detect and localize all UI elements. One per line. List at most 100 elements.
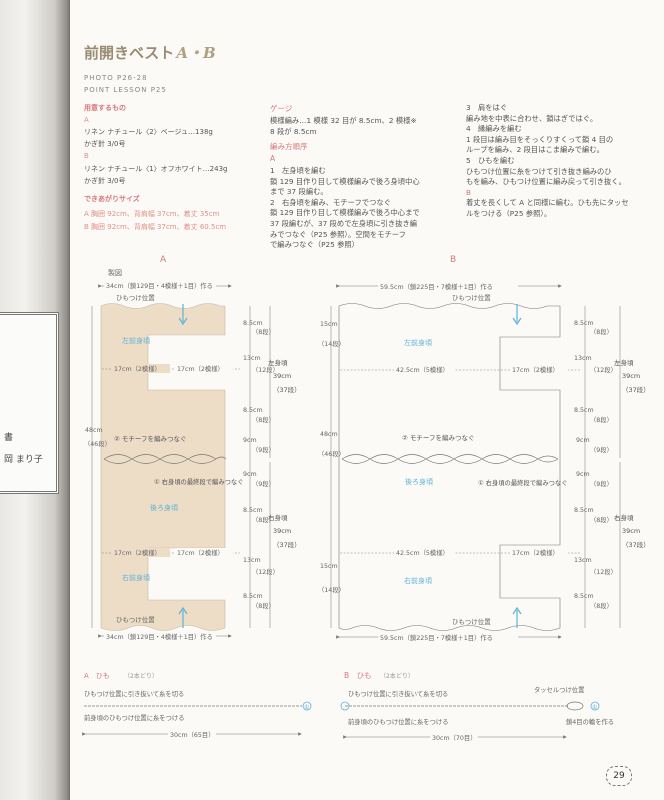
string-a-pull: ひもつけ位置に引き抜いて糸を切る [84,689,184,698]
a-dim-8: 9cm [243,471,257,478]
string-b-attach: 前身頃のひもつけ位置に糸をつける [348,717,449,726]
diagram-a-top-width: 34cm（鎖129目・4模様＋1目）作る [106,281,213,290]
a-dim-7: （9段） [252,445,275,454]
material-b-needle: かぎ針 3/0号 [84,177,126,185]
svg-text:13cm: 13cm [574,557,592,564]
spine-author: 岡 まり子 [4,455,43,465]
diagram-b-motif-note: ② モチーフを編みつなぐ [402,433,475,442]
b-h-top-r: （14段） [318,339,345,348]
photo-ref: PHOTO P26-28 [84,74,148,82]
b-right-body: 右身頃 [614,513,634,522]
gauge-lines: 模様編み…1 模様 32 目が 8.5cm、2 模様※8 段が 8.5cm [270,116,417,136]
string-b-pull: ひもつけ位置に引き抜いて糸を切る [348,689,448,698]
svg-text:（8段）: （8段） [590,601,613,610]
finish-a: A 胸囲 92cm、背肩幅 37cm、着丈 35cm [84,210,220,218]
point-lesson: POINT LESSON P25 [84,86,167,94]
a-dim-0: 8.5cm [243,320,263,327]
method-a-label: A [270,154,276,163]
a-dim-13: （12段） [252,567,279,576]
diagram-a-right-front: 右前身頃 [122,573,150,582]
svg-text:9cm: 9cm [576,471,590,478]
diagram-b-bottom-width: 59.5cm（鎖225目・7模様＋1目）作る [380,633,493,642]
diagram-b-back: 後ろ身頃 [405,477,433,486]
method-steps-a: 1 左身頃を編む鎖 129 目作り目して模様編みで後ろ身頃中心まで 37 段編む… [270,166,420,250]
b-left-body-h: 39cm [622,372,640,380]
diagram-a-motif-note: ② モチーフを編みつなぐ [114,434,187,443]
material-a-needle: かぎ針 3/0号 [84,140,126,148]
diagram-a-label: A [160,255,167,265]
diagram-a-join-note: ① 右身頃の最終段で編みつなぐ [154,477,244,486]
string-a-attach: 前身頃のひもつけ位置に糸をつける [84,713,185,722]
spine-mark: 書 [4,433,14,443]
diagram-a-height: 48cm [85,427,103,434]
svg-text:8.5cm: 8.5cm [574,593,594,600]
b-right-body-r: （37段） [622,540,650,549]
a-dim-6: 9cm [243,437,257,444]
string-b-marker: ① [592,704,597,711]
diagram-b-width-1: 42.5cm（5模様） [396,365,449,374]
svg-text:（8段）: （8段） [590,327,613,336]
a-dim-3: （12段） [252,365,279,374]
string-b-count: （2本どり） [380,672,414,680]
b-h-total: 48cm [320,431,338,438]
a-dim-10: 8.5cm [243,507,263,514]
b-right-body-h: 39cm [622,527,640,535]
string-a-count: （2本どり） [124,672,158,680]
svg-text:（12段）: （12段） [590,365,617,374]
a-dim-2: 13cm [243,355,261,362]
method-heading: 編み方順序 [270,142,308,151]
diagram-a-bottom-width: 34cm（鎖129目・4模様＋1目）作る [106,632,213,641]
a-left-body: 左身頃 [268,358,288,367]
diagram-a-armhole-1: 17cm（2模様） [177,364,224,373]
finish-heading: できあがりサイズ [84,195,140,203]
a-right-body: 右身頃 [268,513,288,522]
diagram-a-height-rows: （46段） [84,439,111,448]
a-dim-15: （8段） [252,601,275,610]
a-right-body-r: （37段） [273,540,301,549]
svg-text:8.5cm: 8.5cm [574,320,594,327]
materials-heading: 用意するもの [84,104,126,112]
svg-text:（8段）: （8段） [590,515,613,524]
a-left-body-h: 39cm [273,372,291,380]
a-dim-1: （8段） [252,327,275,336]
string-b-length: 30cm（70目） [432,734,477,742]
diagram-a-tie-top: ひもつけ位置 [116,293,155,302]
svg-text:8.5cm: 8.5cm [574,507,594,514]
svg-text:8.5cm: 8.5cm [574,407,594,414]
svg-text:（9段）: （9段） [590,445,613,454]
diagram-b-body [338,303,561,631]
b-h-bottom-r: （14段） [318,585,345,594]
diagram-a-armhole-2: 17cm（2模様） [177,548,224,557]
string-b-tassel: タッセルつけ位置 [534,685,584,694]
a-left-body-r: （37段） [273,385,301,394]
gauge-heading: ゲージ [270,104,293,113]
a-dim-11: （8段） [252,515,275,524]
string-a-marker: ① [304,704,309,711]
diagram-b-join-note: ① 右身頃の最終段で編みつなぐ [478,478,568,487]
b-h-top: 15cm [320,321,338,328]
diagram-a-back: 後ろ身頃 [150,503,178,512]
diagram-b-armhole-1: 17cm（2模様） [512,365,559,374]
diagram-a-body [100,303,226,631]
diagram-a-left-front: 左前身頃 [122,336,150,345]
a-dim-4: 8.5cm [243,407,263,414]
diagram-b-left-front: 左前身頃 [404,338,432,347]
diagram-a-legend: 製図 [108,268,122,277]
diagram-b-width-2: 42.5cm（5模様） [396,548,449,557]
diagram-b-tie-top: ひもつけ位置 [452,293,491,302]
svg-text:（9段）: （9段） [590,479,613,488]
diagram-b-label: B [450,255,456,265]
diagram-b-armhole-2: 17cm（2模様） [512,548,559,557]
string-b-title: B ひも [344,671,372,680]
string-b-ring: 鎖4目の輪を作る [566,717,614,726]
b-left-body: 左身頃 [614,358,634,367]
diagram-b-tie-bottom: ひもつけ位置 [452,617,491,626]
material-a-label: A [84,116,89,124]
svg-text:（8段）: （8段） [590,415,613,424]
string-a-title: A ひも [84,672,110,680]
page-number: 29 [606,766,632,786]
b-left-body-r: （37段） [622,385,650,394]
finish-b: B 胸囲 92cm、背肩幅 37cm、着丈 60.5cm [84,223,227,231]
b-h-total-r: （46段） [318,449,345,458]
